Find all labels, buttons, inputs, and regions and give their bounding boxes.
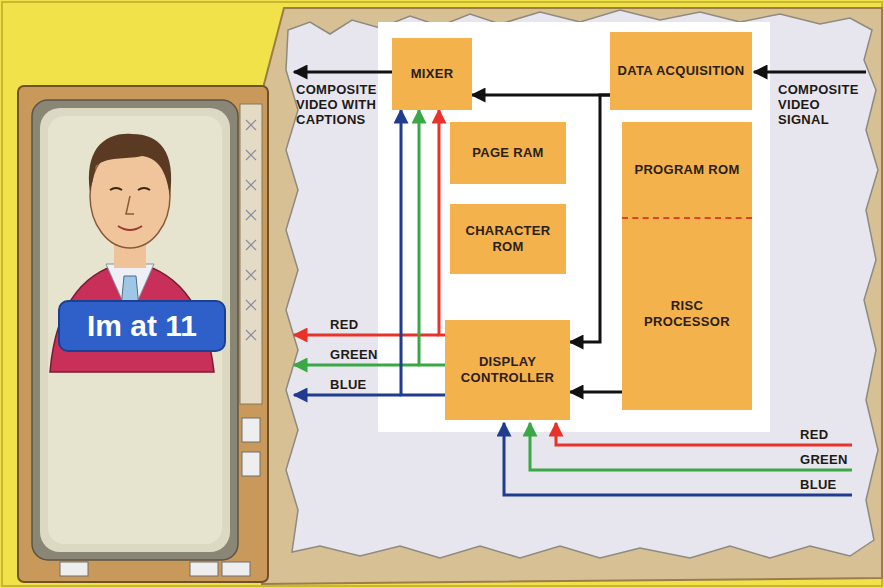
signal-connector — [439, 110, 445, 335]
button — [60, 562, 88, 576]
caption-band: Im at 11 — [58, 300, 226, 352]
box-label: MIXER — [411, 66, 454, 82]
signal-connector — [570, 391, 622, 394]
rom-box: CHARACTER ROM — [450, 204, 566, 274]
color-signal-label: GREEN — [330, 347, 390, 362]
signal-connector — [570, 95, 610, 342]
memory-divider — [622, 217, 752, 219]
ram-box: PAGE RAM — [450, 122, 566, 184]
signal-connector — [472, 94, 610, 97]
box-label: RISC PROCESSOR — [628, 217, 746, 410]
input-arrow — [754, 71, 866, 74]
tv-housing — [262, 8, 882, 584]
red-output — [294, 334, 439, 337]
button — [242, 452, 260, 476]
box-label: Im at 11 — [87, 309, 197, 343]
color-signal-label: RED — [330, 317, 390, 332]
control-marks — [246, 120, 256, 340]
color-signal-label: BLUE — [800, 477, 860, 492]
controller-box: DISPLAY CONTROLLER — [445, 320, 570, 420]
blue-input — [504, 423, 852, 495]
color-signal-label: RED — [800, 427, 860, 442]
eyes — [110, 188, 150, 190]
control-strip — [240, 104, 262, 404]
color-signal-label: GREEN — [800, 452, 860, 467]
acquisition-box: DATA ACQUISITION — [610, 32, 752, 110]
signal-connector — [401, 110, 445, 395]
box-label: PROGRAM ROM — [634, 122, 739, 217]
button — [190, 562, 218, 576]
tv-bezel — [18, 86, 268, 582]
color-signal-label: BLUE — [330, 377, 390, 392]
cutaway-panel — [286, 10, 878, 558]
output-arrow — [294, 71, 392, 74]
button — [242, 418, 260, 442]
screen — [40, 108, 230, 552]
button — [222, 562, 250, 576]
processor-box: PROGRAM ROMRISC PROCESSOR — [622, 122, 752, 410]
screen-rim — [32, 100, 238, 560]
nose — [126, 196, 134, 214]
mixer-box: MIXER — [392, 38, 472, 110]
hair — [89, 134, 171, 196]
signal-connector — [419, 110, 445, 365]
blue-output — [294, 394, 401, 397]
signal-label: COMPOSITE VIDEO SIGNAL — [778, 82, 868, 127]
box-label: DISPLAY CONTROLLER — [451, 354, 564, 386]
signal-label: COMPOSITE VIDEO WITH CAPTIONS — [296, 82, 388, 127]
box-label: CHARACTER ROM — [456, 223, 560, 255]
box-label: PAGE RAM — [472, 145, 544, 161]
box-label: DATA ACQUISITION — [618, 63, 745, 79]
mouth — [118, 226, 142, 230]
board — [378, 22, 770, 432]
